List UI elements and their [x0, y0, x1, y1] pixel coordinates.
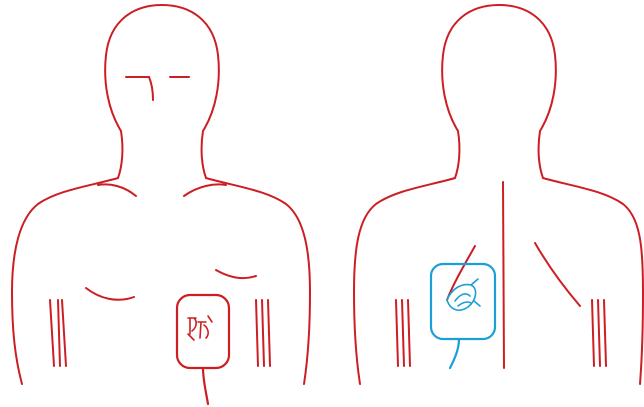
back-electrode-pad	[431, 264, 495, 368]
front-pad-outline	[177, 295, 229, 368]
front-pad-cable	[203, 368, 208, 404]
lung-electrode-icon	[447, 279, 480, 310]
front-right-collarbone	[184, 184, 226, 196]
back-spine	[503, 182, 504, 368]
front-left-underarm	[50, 300, 66, 366]
front-nose	[149, 77, 153, 100]
back-left-underarm	[396, 300, 410, 366]
back-pad-outline	[431, 264, 495, 339]
front-left-collarbone	[98, 184, 136, 196]
front-torso-figure	[12, 5, 310, 384]
back-torso-figure	[354, 5, 643, 384]
front-right-chest	[216, 270, 256, 278]
front-left-chest	[86, 288, 134, 300]
back-neck-left	[455, 131, 459, 178]
back-right-scapula	[535, 243, 580, 306]
heart-electrode-icon	[188, 316, 212, 340]
front-right-underarm	[256, 300, 270, 366]
front-electrode-pad	[177, 295, 229, 404]
back-right-underarm	[592, 300, 606, 366]
front-neck-left	[118, 131, 122, 178]
back-pad-cable	[450, 339, 459, 368]
